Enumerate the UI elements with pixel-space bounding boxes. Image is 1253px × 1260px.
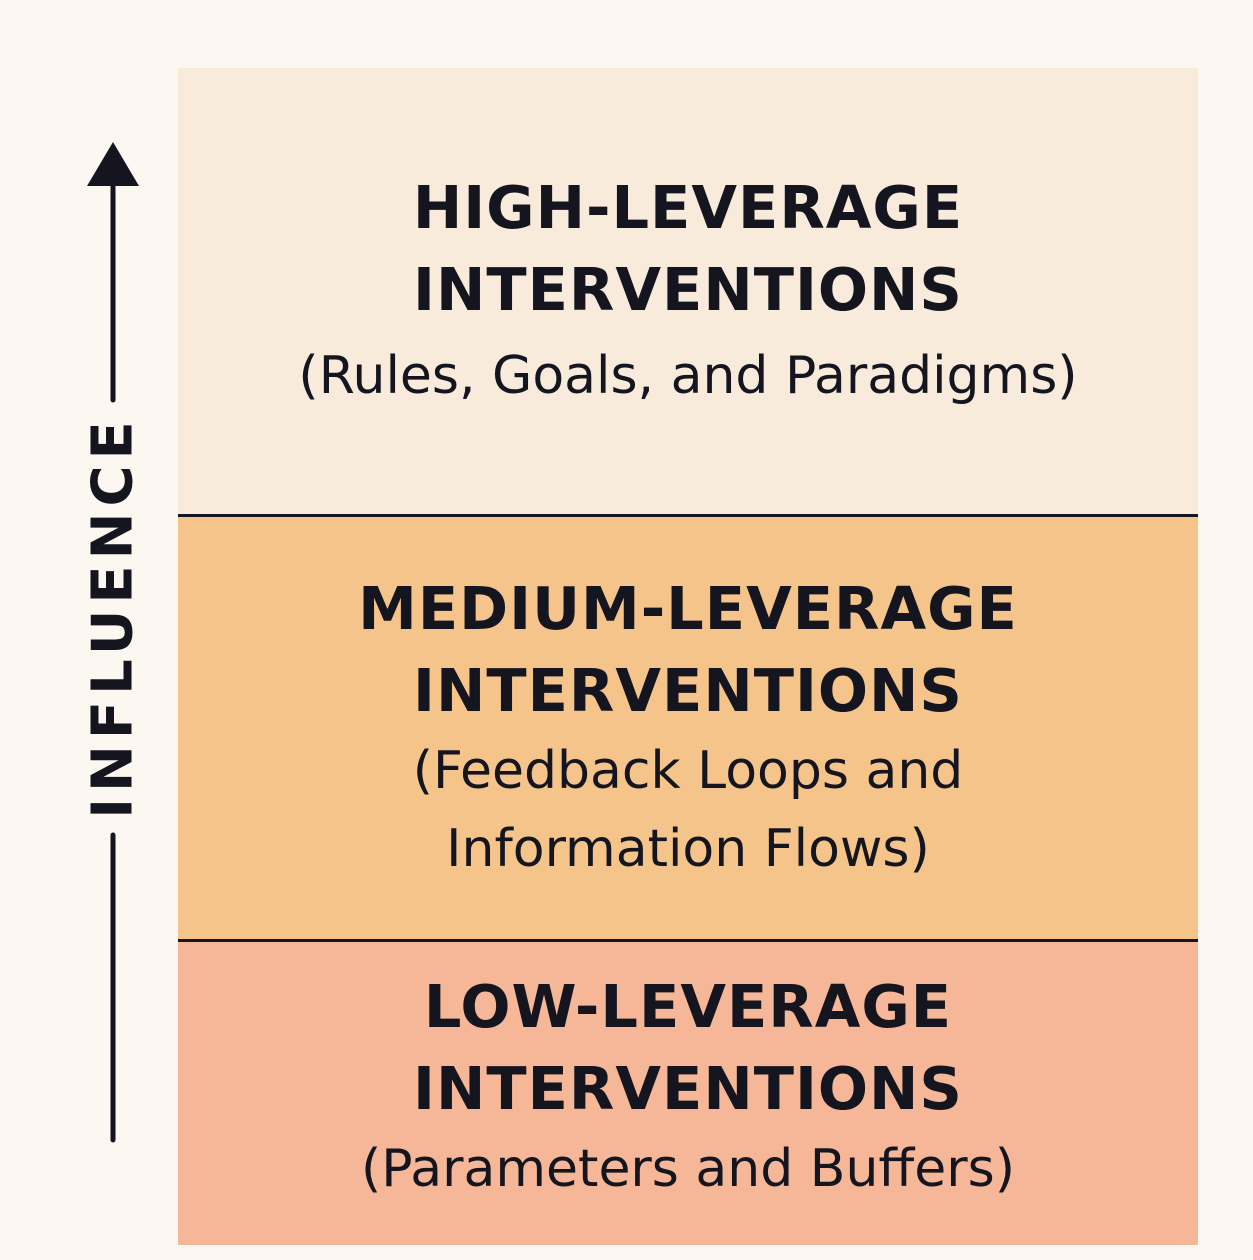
low-leverage-panel: LOW-LEVERAGE INTERVENTIONS (Parameters a… — [178, 939, 1198, 1245]
low-leverage-heading: LOW-LEVERAGE INTERVENTIONS — [413, 971, 963, 1123]
high-leverage-panel: HIGH-LEVERAGE INTERVENTIONS (Rules, Goal… — [178, 68, 1198, 514]
medium-leverage-panel: MEDIUM-LEVERAGE INTERVENTIONS (Feedback … — [178, 514, 1198, 939]
high-leverage-description: (Rules, Goals, and Paradigms) — [298, 346, 1078, 406]
medium-leverage-heading: MEDIUM-LEVERAGE INTERVENTIONS — [358, 574, 1018, 725]
low-leverage-description: (Parameters and Buffers) — [360, 1138, 1015, 1199]
axis-label: INFLUENCE — [80, 415, 146, 819]
high-leverage-heading: HIGH-LEVERAGE INTERVENTIONS — [412, 173, 964, 324]
axis-arrowhead-icon — [87, 142, 139, 186]
medium-leverage-description: (Feedback Loops and Information Flows) — [412, 741, 964, 879]
